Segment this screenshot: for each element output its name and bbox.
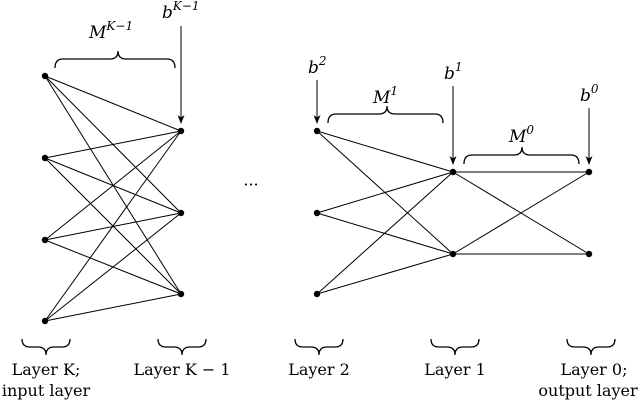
node bbox=[41, 236, 49, 244]
node bbox=[449, 168, 457, 176]
node bbox=[41, 72, 49, 80]
layer-label: Layer K − 1 bbox=[133, 360, 230, 379]
layer0-nodes bbox=[585, 168, 593, 258]
node bbox=[41, 154, 49, 162]
edges-layer2-to-layer1 bbox=[316, 130, 454, 295]
bias-label: b1 bbox=[444, 60, 463, 84]
bias-label: b0 bbox=[580, 82, 599, 106]
layer2-nodes bbox=[313, 127, 321, 298]
edge bbox=[316, 171, 454, 214]
bias-label: bK−1 bbox=[162, 0, 200, 23]
node bbox=[177, 209, 185, 217]
edge bbox=[452, 171, 590, 255]
bias-arrow bbox=[585, 108, 593, 165]
edge bbox=[44, 212, 182, 322]
layer-label: Layer 2 bbox=[288, 360, 350, 379]
edge bbox=[44, 130, 182, 159]
node bbox=[177, 290, 185, 298]
layer-brace bbox=[294, 338, 344, 356]
layer1-nodes bbox=[449, 168, 457, 258]
edge bbox=[316, 130, 454, 173]
bias-arrow bbox=[177, 26, 185, 124]
matrix-brace bbox=[327, 105, 444, 124]
bias-arrow bbox=[449, 86, 457, 165]
layerK-nodes bbox=[41, 72, 49, 325]
layer-label: output layer bbox=[538, 381, 638, 400]
edge bbox=[316, 253, 454, 295]
matrix-brace bbox=[463, 146, 580, 165]
bias-arrow bbox=[313, 80, 321, 124]
layer-brace bbox=[21, 338, 71, 356]
layer-brace bbox=[157, 338, 207, 356]
node bbox=[41, 317, 49, 325]
node bbox=[585, 250, 593, 258]
layer-label: input layer bbox=[2, 381, 91, 400]
edge bbox=[44, 130, 182, 322]
edges-layer1-to-layer0 bbox=[452, 171, 590, 255]
edge bbox=[44, 293, 182, 322]
node bbox=[585, 168, 593, 176]
matrix-label: M0 bbox=[508, 123, 534, 147]
edge bbox=[44, 130, 182, 241]
ellipsis: ··· bbox=[243, 175, 258, 194]
node bbox=[177, 127, 185, 135]
edge bbox=[316, 171, 454, 295]
matrix-label: MK−1 bbox=[88, 19, 133, 43]
node bbox=[449, 250, 457, 258]
matrix-label: M1 bbox=[372, 84, 398, 108]
node bbox=[313, 209, 321, 217]
matrix-brace bbox=[54, 50, 176, 69]
layerK1-nodes bbox=[177, 127, 185, 298]
bias-label: b2 bbox=[308, 54, 327, 78]
edges-layerK-to-layerK1 bbox=[44, 75, 182, 322]
layer-brace bbox=[430, 338, 480, 356]
edge bbox=[44, 75, 182, 132]
layer-label: Layer 1 bbox=[424, 360, 486, 379]
layer-label: Layer 0; bbox=[561, 360, 628, 379]
layer-label: Layer K; bbox=[12, 360, 81, 379]
node bbox=[313, 290, 321, 298]
node bbox=[313, 127, 321, 135]
layer-brace bbox=[566, 338, 616, 356]
